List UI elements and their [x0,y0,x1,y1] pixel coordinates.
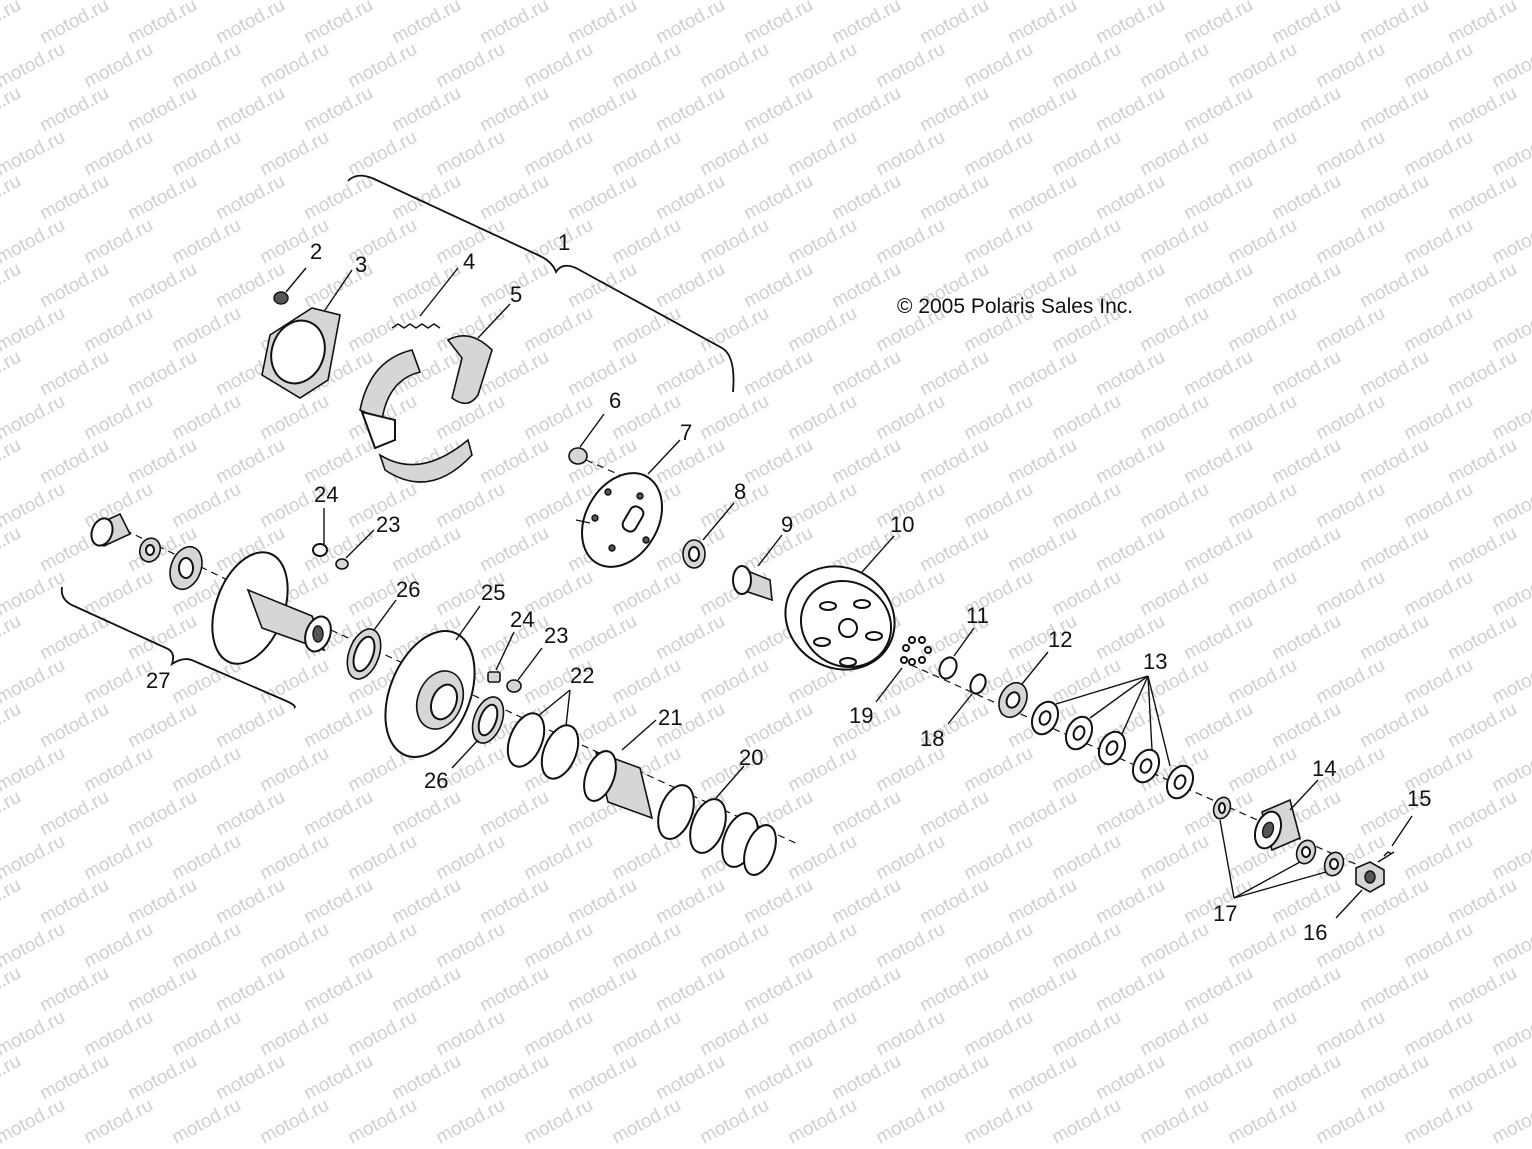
part-24-23-middle [487,631,543,693]
callout-9: 9 [781,512,793,537]
callout-20: 20 [739,745,763,770]
callout-1: 1 [558,230,570,255]
callout-4: 4 [463,249,475,274]
part-4-spring [391,267,459,329]
copyright-text: © 2005 Polaris Sales Inc. [897,295,1133,318]
part-13-washers [1030,675,1195,800]
part-21-sleeve [583,719,657,820]
callout-11: 11 [966,603,989,628]
part-16-nut [1335,861,1385,919]
part-10-clutch-drum [784,535,896,671]
callout-5: 5 [510,282,522,307]
callout-23-middle: 23 [544,623,568,648]
callout-22: 22 [570,663,594,688]
part-12-washer [998,651,1049,719]
callout-3: 3 [355,252,367,277]
part-3-plate [261,269,353,399]
part-2-nut [273,267,307,305]
part-7-drive-plate [575,439,681,568]
part-22-rings [506,689,580,780]
callout-24-top: 24 [314,482,338,507]
part-14-bearing [1253,779,1319,852]
part-18-ring [947,673,987,725]
callout-17: 17 [1213,901,1237,926]
callout-2: 2 [310,239,322,264]
callout-27: 27 [146,668,170,693]
callout-13: 13 [1143,649,1167,674]
part-8-nut [682,502,735,569]
callout-24-middle: 24 [510,607,534,632]
part-19-balls [875,636,932,703]
part-5-clutch-shoes [359,303,511,483]
callout-26-bottom: 26 [424,768,448,793]
part-27-driven-sheave [90,512,332,665]
axis-line-right [899,659,1381,876]
callout-10: 10 [890,512,914,537]
callout-6: 6 [609,388,621,413]
callout-18: 18 [920,726,944,751]
part-15-cotter-pin [1377,815,1413,863]
callout-14: 14 [1312,756,1336,781]
part-11-ring [938,627,975,680]
callout-23-top: 23 [376,512,400,537]
callout-15: 15 [1407,786,1431,811]
callout-16: 16 [1303,920,1327,945]
brace-assembly-1 [347,174,735,393]
part-9-hub [732,534,783,602]
callout-12: 12 [1048,627,1072,652]
brace-assembly-27 [60,586,296,709]
callout-7: 7 [680,420,692,445]
part-25-movable-sheave [384,605,481,759]
part-20-spring [657,765,777,876]
part-17-seals [1212,796,1345,899]
part-6-nut [568,413,623,477]
callout-21: 21 [658,705,682,730]
callout-8: 8 [734,479,746,504]
callout-19: 19 [849,703,873,728]
callout-26-top: 26 [396,577,420,602]
callout-25: 25 [481,580,505,605]
part-26-seals [346,599,505,769]
part-24-23-top [312,508,375,570]
